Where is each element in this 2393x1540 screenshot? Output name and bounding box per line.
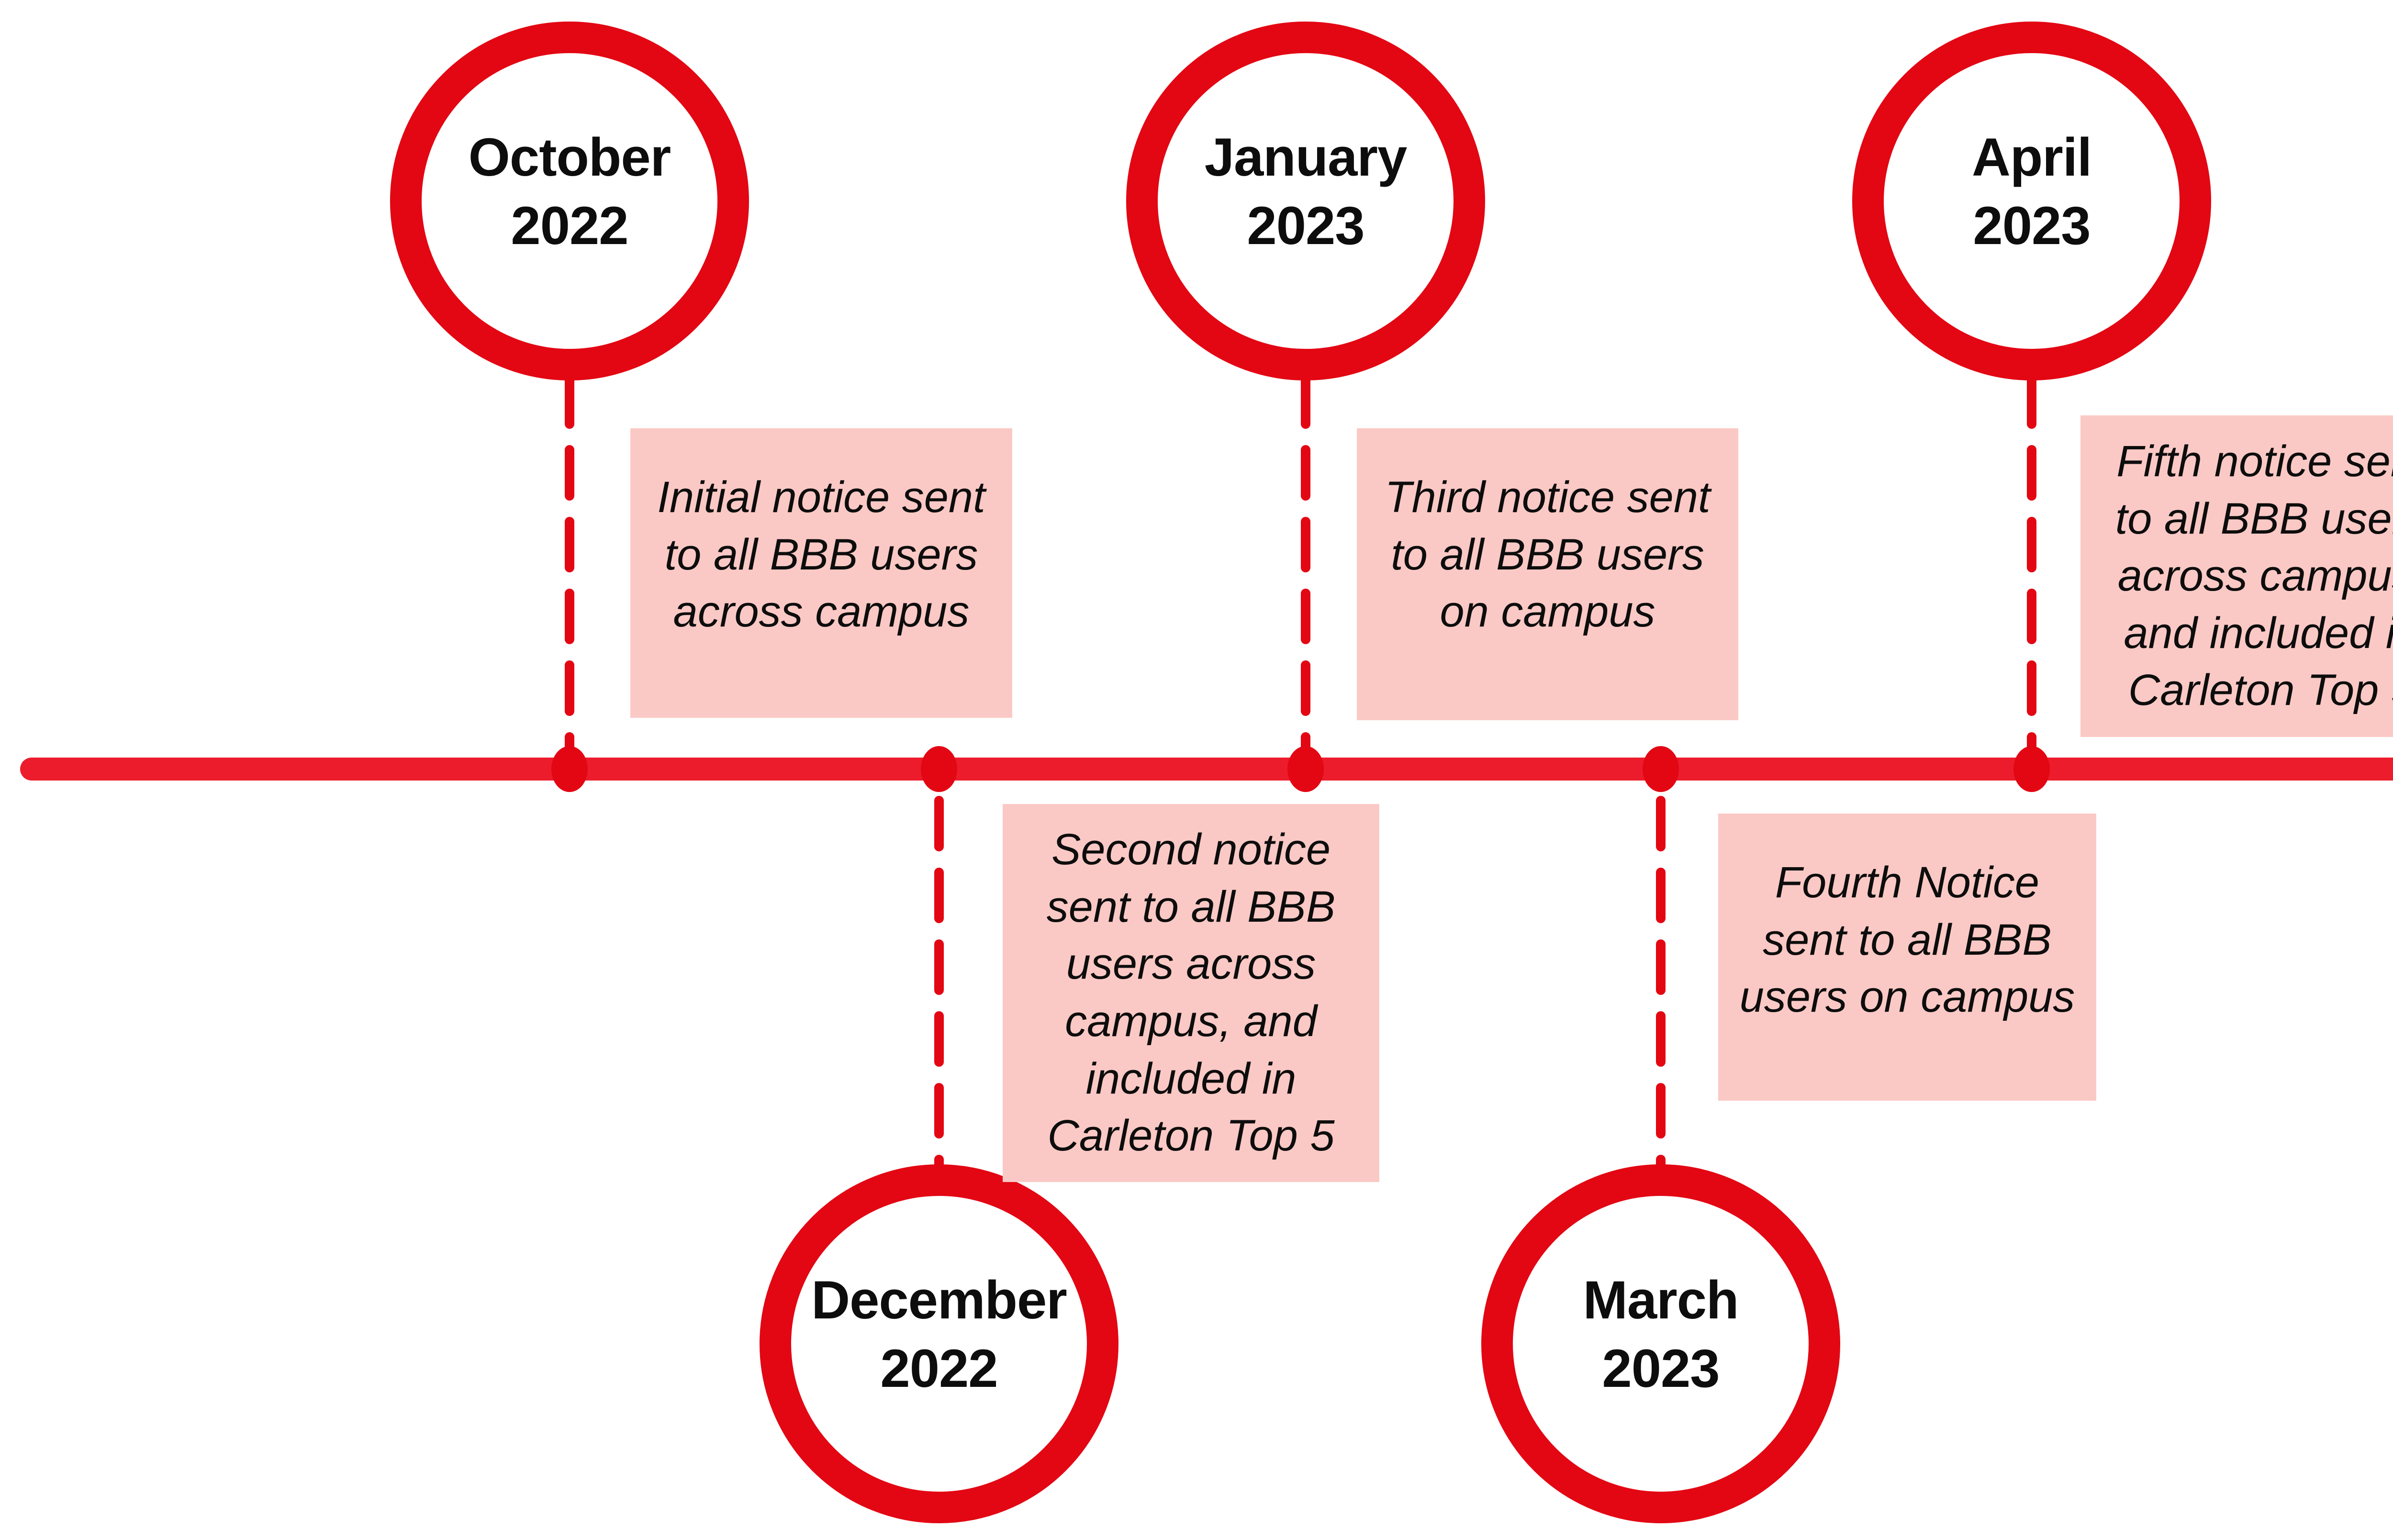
event-date-label: December 2022	[811, 1270, 1067, 1398]
timeline-dot	[921, 746, 957, 792]
dashed-connector-line	[934, 796, 944, 1172]
event-date-circle: January 2023	[1126, 22, 1485, 380]
event-date-circle: December 2022	[760, 1164, 1118, 1523]
event-date-label: October 2022	[468, 127, 671, 256]
event-note: Initial notice sent to all BBB users acr…	[630, 428, 1012, 718]
dashed-connector-line	[1656, 796, 1666, 1172]
dashed-connector-line	[565, 373, 574, 762]
timeline-dot	[2013, 746, 2050, 792]
event-note: Fifth notice sent to all BBB users acros…	[2080, 415, 2393, 737]
dashed-connector-line	[1301, 373, 1310, 762]
event-date-label: April 2023	[1971, 127, 2092, 256]
event-note: Second notice sent to all BBB users acro…	[1003, 804, 1379, 1182]
event-date-label: January 2023	[1204, 127, 1408, 256]
event-note: Third notice sent to all BBB users on ca…	[1357, 428, 1738, 720]
event-note: Fourth Notice sent to all BBB users on c…	[1718, 814, 2096, 1101]
event-date-circle: March 2023	[1481, 1164, 1840, 1523]
event-date-label: March 2023	[1583, 1270, 1739, 1398]
timeline-dot	[1287, 746, 1324, 792]
dashed-connector-line	[2027, 373, 2036, 762]
event-date-circle: October 2022	[390, 22, 749, 380]
timeline-dot	[1643, 746, 1679, 792]
timeline-dot	[551, 746, 588, 792]
timeline-axis-bar	[20, 758, 2393, 781]
event-date-circle: April 2023	[1852, 22, 2211, 380]
